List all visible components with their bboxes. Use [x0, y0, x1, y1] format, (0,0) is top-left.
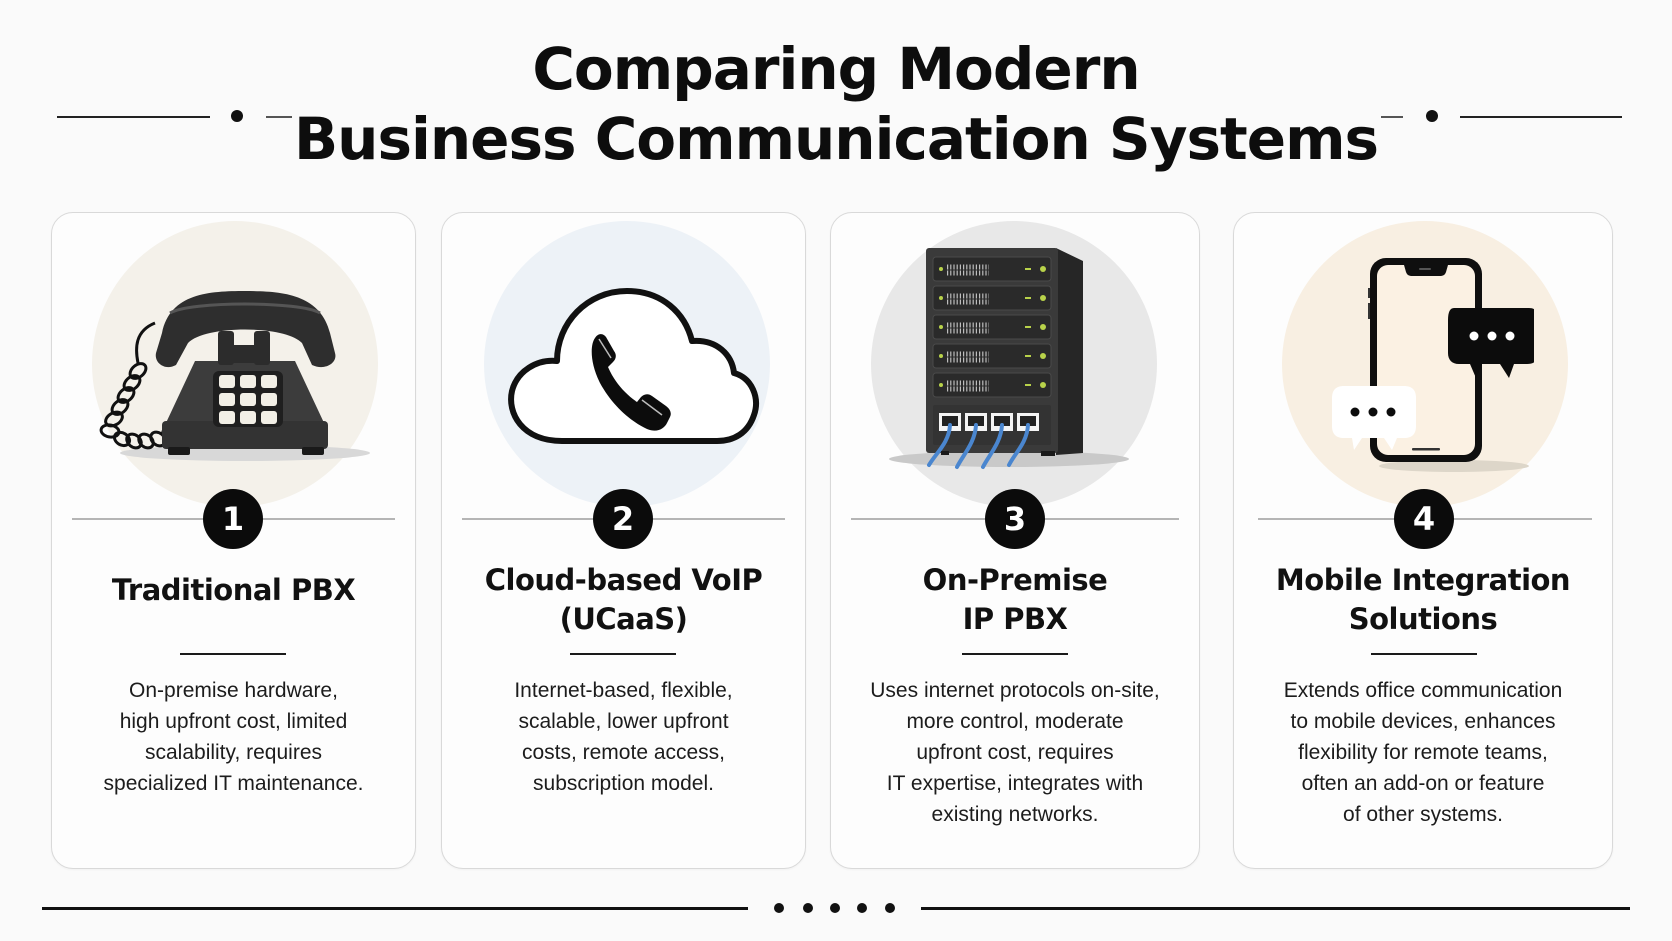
card-title: Mobile Integration Solutions	[1275, 563, 1571, 636]
title-line-2: Business Communication Systems	[293, 105, 1379, 173]
card-cloud-voip: 2 Cloud-based VoIP (UCaaS) Internet-base…	[441, 212, 806, 869]
card-traditional-pbx: 1 Traditional PBX On-premise hardware, h…	[51, 212, 416, 869]
smartphone-chat-icon	[1332, 258, 1534, 472]
step-badge-1: 1	[203, 489, 263, 549]
page-title: Comparing Modern Business Communication …	[0, 34, 1672, 174]
title-underline	[570, 653, 676, 655]
card-title: Traditional PBX	[111, 573, 356, 607]
header-rule-right	[1460, 116, 1622, 118]
footer-dot	[774, 903, 784, 913]
footer-dot	[830, 903, 840, 913]
header-dot-right	[1426, 110, 1438, 122]
card-description: Internet-based, flexible, scalable, lowe…	[514, 679, 733, 795]
footer-rule-left	[42, 907, 748, 910]
card-description: On-premise hardware, high upfront cost, …	[103, 679, 364, 795]
header-rule-left	[57, 116, 210, 118]
step-badge-4: 4	[1394, 489, 1454, 549]
header-dash-right	[1381, 116, 1403, 118]
cloud-phone-icon	[508, 288, 759, 444]
footer-dot	[803, 903, 813, 913]
card-description: Uses internet protocols on-site, more co…	[870, 679, 1160, 826]
header-dash-left	[266, 116, 292, 118]
card-on-premise-ip-pbx: 3 On-Premise IP PBX Uses internet protoc…	[830, 212, 1200, 869]
footer-rule-right	[921, 907, 1630, 910]
step-badge-2: 2	[593, 489, 653, 549]
title-underline	[962, 653, 1068, 655]
title-underline	[180, 653, 286, 655]
step-badge-3: 3	[985, 489, 1045, 549]
desk-phone-icon	[99, 291, 370, 461]
card-title: Cloud-based VoIP (UCaaS)	[484, 563, 763, 636]
card-description: Extends office communication to mobile d…	[1283, 679, 1563, 826]
card-title: On-Premise IP PBX	[922, 563, 1108, 636]
header-dot-left	[231, 110, 243, 122]
footer-dot	[857, 903, 867, 913]
server-rack-icon	[889, 248, 1129, 469]
footer-dot	[885, 903, 895, 913]
title-underline	[1371, 653, 1477, 655]
title-line-1: Comparing Modern	[532, 35, 1140, 103]
card-mobile-integration: 4 Mobile Integration Solutions Extends o…	[1233, 212, 1613, 869]
